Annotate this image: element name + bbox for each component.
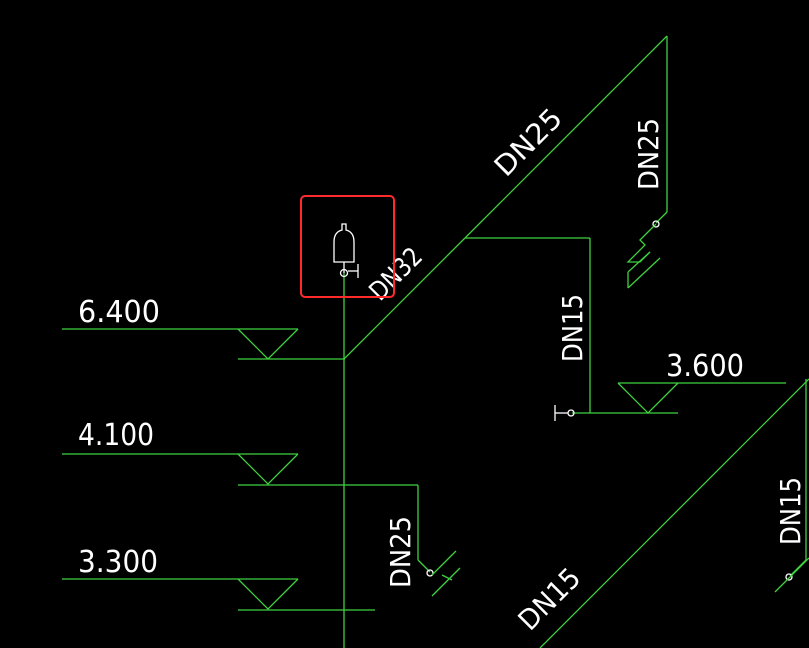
elevation-marker-3300: 3.300 bbox=[62, 545, 375, 611]
elevation-marker-6400: 6.400 bbox=[62, 295, 345, 360]
riser-top-fixture[interactable] bbox=[333, 223, 359, 278]
valve-icon bbox=[426, 569, 434, 577]
pipe-size-label: DN15 bbox=[556, 294, 589, 362]
fixture-symbol-icon bbox=[431, 550, 457, 576]
pipe-size-label: DN15 bbox=[512, 561, 588, 637]
dn32-branch-pipe bbox=[343, 237, 466, 360]
elevation-marker-3600: 3.600 bbox=[617, 349, 786, 414]
elevation-label: 6.400 bbox=[78, 295, 160, 330]
selection-highlight-box[interactable] bbox=[300, 195, 395, 298]
pipe-size-label: DN25 bbox=[632, 118, 665, 190]
elevation-label: 3.600 bbox=[666, 349, 744, 384]
pipe-size-label: DN15 bbox=[774, 477, 807, 545]
pipe-size-label: DN25 bbox=[488, 102, 569, 183]
elevation-label: 3.300 bbox=[78, 545, 158, 580]
elevation-marker-4100: 4.100 bbox=[62, 418, 418, 486]
fixture-symbol-icon bbox=[626, 223, 657, 263]
faucet-icon bbox=[333, 223, 355, 263]
valve-icon bbox=[652, 220, 660, 228]
elevation-label: 4.100 bbox=[78, 418, 154, 453]
dn15-diagonal-pipe bbox=[539, 378, 809, 648]
valve-icon bbox=[785, 573, 793, 581]
pipe-size-label: DN25 bbox=[384, 516, 417, 588]
dn25-diagonal-pipe bbox=[464, 35, 668, 239]
